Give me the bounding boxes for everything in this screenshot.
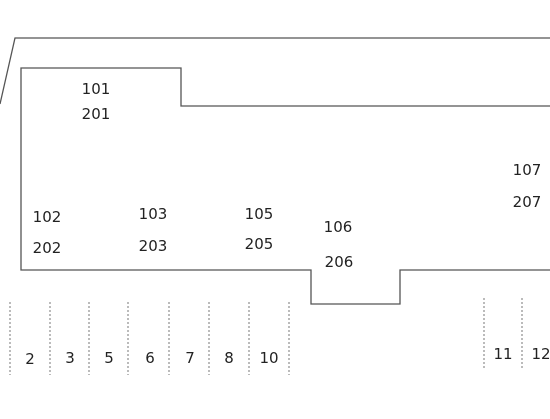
parking-space-7: 7: [185, 349, 195, 367]
parking-dividers: [9, 298, 523, 375]
site-outline: [0, 37, 550, 105]
parking-space-5: 5: [104, 349, 114, 367]
building-footprint: [20, 67, 550, 305]
room-label-205: 205: [245, 235, 274, 253]
room-label-101: 101: [82, 80, 111, 98]
room-label-203: 203: [139, 237, 168, 255]
room-label-103: 103: [139, 205, 168, 223]
room-label-106: 106: [324, 218, 353, 236]
parking-space-10: 10: [259, 349, 278, 367]
parking-space-3: 3: [65, 349, 75, 367]
room-labels: 101 201 102 202 103 203 105 205 106 206 …: [33, 80, 542, 271]
room-label-102: 102: [33, 208, 62, 226]
parking-space-12: 12: [531, 345, 550, 363]
parking-labels: 2 3 5 6 7 8 10 11 12: [25, 345, 550, 368]
room-label-202: 202: [33, 239, 62, 257]
room-label-105: 105: [245, 205, 274, 223]
room-label-201: 201: [82, 105, 111, 123]
parking-space-11: 11: [493, 345, 512, 363]
parking-space-8: 8: [224, 349, 234, 367]
parking-space-6: 6: [145, 349, 155, 367]
room-label-207: 207: [513, 193, 542, 211]
parking-space-2: 2: [25, 350, 35, 368]
room-label-107: 107: [513, 161, 542, 179]
room-label-206: 206: [325, 253, 354, 271]
